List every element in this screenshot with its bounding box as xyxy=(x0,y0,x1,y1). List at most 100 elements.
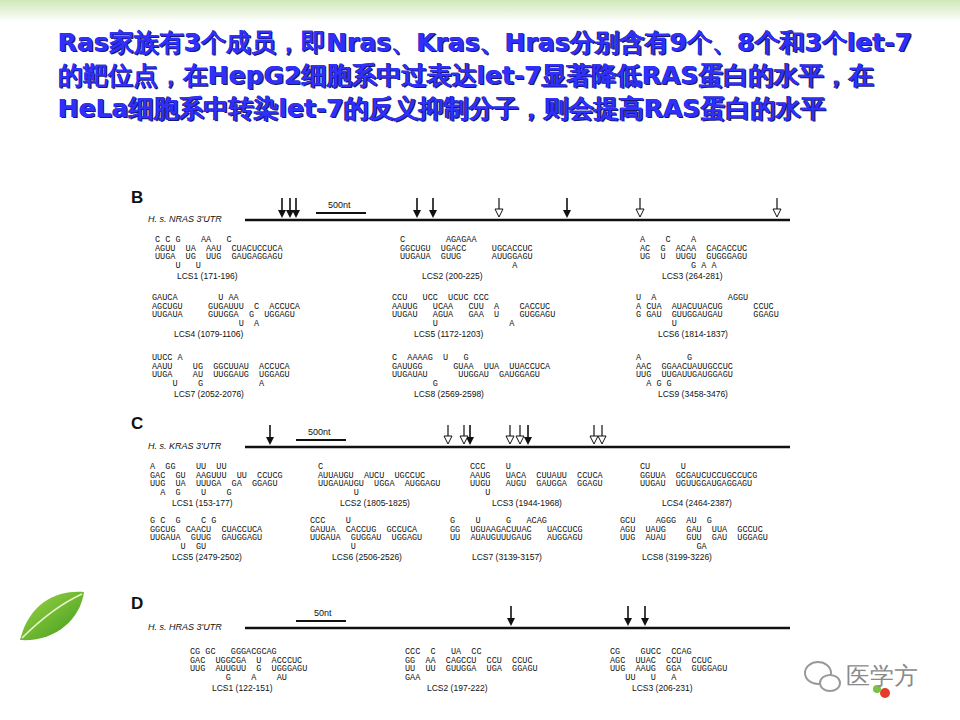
alignment-line: AGU UAUG GAU UUA GCCUC xyxy=(620,526,763,535)
alignment-line: A CUA AUACUUACUG CCUC xyxy=(636,303,774,312)
site-arrow-open xyxy=(519,425,520,436)
alignment-line: CU U xyxy=(640,463,686,472)
alignment-line: UUCC A xyxy=(152,354,183,363)
site-arrowhead-open xyxy=(773,209,781,217)
site-label: LCS7 (2052-2076) xyxy=(174,389,244,399)
alignment-line: UUGAUA GUGGAU UGGAGU xyxy=(310,534,422,543)
site-arrow-open xyxy=(447,425,448,436)
alignment-line: UUGAU UGUUGGAUGAGGAGU xyxy=(640,480,752,489)
site-arrowhead-open xyxy=(444,436,452,444)
alignment-line: U U xyxy=(155,262,201,271)
alignment-line: AGCUGU GUGAUUU C ACCUCA xyxy=(152,303,300,312)
site-label: LCS1 (171-196) xyxy=(177,271,237,281)
alignment-line: UUG UUGAUUGAUGGAGU xyxy=(636,371,733,380)
site-label: LCS8 (2569-2598) xyxy=(414,389,484,399)
alignment-line: A GG UU UU xyxy=(150,463,227,472)
alignment-line: UUGAUAUGU UGGA AUGGAGU xyxy=(318,480,440,489)
alignment-line: UUG AAUG GGA GUGGAGU xyxy=(610,665,727,674)
utr-line xyxy=(245,219,790,222)
slide-title: Ras家族有3个成员，即Nras、Kras、Hras分别含有9个、8个和3个le… xyxy=(58,26,918,125)
alignment-line: UU U A xyxy=(610,674,676,683)
gene-name: H. s. NRAS 3'UTR xyxy=(148,214,222,224)
alignment-line: UUGAUA GUUG GAUGGAGU xyxy=(150,534,262,543)
alignment-line: UUGAUA GUUG AUUGGAGU xyxy=(400,253,533,262)
panel-letter: D xyxy=(131,594,143,614)
alignment-line: G A A xyxy=(640,262,717,271)
alignment-line: GA xyxy=(620,543,707,552)
alignment-line: A G G xyxy=(636,380,672,389)
alignment-line: AAUG UACA CUUAUU CCUCA xyxy=(470,472,603,481)
alignment-line: GAA xyxy=(405,674,420,683)
site-arrow-filled xyxy=(627,606,629,620)
alignment-line: UUGA UG UUG GAUGAGGAGU xyxy=(155,253,283,262)
site-label: LCS3 (1944-1968) xyxy=(492,498,562,508)
site-arrow-open xyxy=(639,198,640,209)
alignment-line: UUG AUUGUU G UGGGAGU xyxy=(190,665,307,674)
alignment-line: UG U UUGU GUGGGAGU xyxy=(640,253,747,262)
alignment-line: AGC UUAC CCU CCUC xyxy=(610,657,712,666)
site-label: LCS2 (197-222) xyxy=(427,683,487,693)
alignment-line: GAC UGGCGA U ACCCUC xyxy=(190,657,302,666)
alignment-line: GCU AGGG AU G xyxy=(620,517,712,526)
alignment-line: U A xyxy=(392,320,514,329)
site-arrowhead-open xyxy=(506,436,514,444)
site-arrowhead-open xyxy=(495,209,503,217)
gene-name: H. s. HRAS 3'UTR xyxy=(148,622,222,632)
site-arrowhead-filled xyxy=(563,210,571,218)
alignment-line: CCC U xyxy=(310,517,351,526)
alignment-line: CCC U xyxy=(470,463,511,472)
alignment-line: UUGU AUGU GAUGGA GGAGU xyxy=(470,480,603,489)
alignment-line: GAC GU AAGUUU UU CCUCG xyxy=(150,472,283,481)
alignment-line: UUGAUAU UUGGAU GAUGGAGU xyxy=(392,371,540,380)
site-arrow-filled xyxy=(281,198,283,212)
alignment-line: U xyxy=(318,489,359,498)
alignment-line: G C G C G xyxy=(150,517,216,526)
alignment-line: C AGAGAA xyxy=(400,236,477,245)
scale-label: 50nt xyxy=(314,608,332,618)
scale-bar xyxy=(296,439,346,441)
alignment-line: G U G ACAG xyxy=(450,517,547,526)
site-label: LCS1 (122-151) xyxy=(212,683,272,693)
alignment-line: GAUUGG GUAA UUA UUACCUCA xyxy=(392,363,550,372)
site-label: LCS7 (3139-3157) xyxy=(472,552,542,562)
alignment-line: GG UGUAAGACUUAC UACCUCG xyxy=(450,526,583,535)
scale-label: 500nt xyxy=(328,200,351,210)
alignment-line: U xyxy=(470,489,490,498)
site-arrowhead-open xyxy=(598,436,606,444)
alignment-line: U xyxy=(310,543,356,552)
site-arrow-filled xyxy=(469,425,471,439)
alignment-line: U xyxy=(636,320,677,329)
site-label: LCS1 (153-177) xyxy=(172,498,232,508)
leaf-vein xyxy=(22,594,82,638)
panel-letter: C xyxy=(131,414,143,434)
site-arrow-filled xyxy=(295,198,297,212)
site-arrowhead-filled xyxy=(624,618,632,626)
alignment-line: AC G ACAA CACACCUC xyxy=(640,245,747,254)
alignment-line: GAUUA CACCUG GCCUCA xyxy=(310,526,417,535)
alignment-line: A G xyxy=(636,354,692,363)
alignment-line: GGCUGU UGACC UGCACCUC xyxy=(400,245,533,254)
site-arrowhead-filled xyxy=(413,210,421,218)
alignment-line: CCU UCC UCUC CCC xyxy=(392,294,489,303)
site-arrow-filled xyxy=(510,606,512,620)
site-arrowhead-filled xyxy=(292,210,300,218)
alignment-line: CCC C UA CC xyxy=(405,648,482,657)
site-arrow-open xyxy=(601,425,602,436)
site-label: LCS9 (3458-3476) xyxy=(658,389,728,399)
site-arrow-filled xyxy=(269,425,271,439)
alignment-line: G A AU xyxy=(190,674,287,683)
site-arrowhead-filled xyxy=(641,618,649,626)
site-arrowhead-open xyxy=(460,436,468,444)
alignment-line: U A AGGU xyxy=(636,294,748,303)
site-label: LCS4 (2464-2387) xyxy=(662,498,732,508)
site-label: LCS6 (2506-2526) xyxy=(332,552,402,562)
site-arrow-open xyxy=(593,425,594,436)
site-arrow-filled xyxy=(289,198,291,212)
site-arrowhead-open xyxy=(516,436,524,444)
site-label: LCS2 (1805-1825) xyxy=(340,498,410,508)
watermark: 医学方 xyxy=(846,660,918,692)
alignment-line: UUGAUA GUUGGA G UGGAGU xyxy=(152,311,295,320)
alignment-line: A G U G xyxy=(150,489,232,498)
site-arrowhead-open xyxy=(590,436,598,444)
alignment-line: UUG AUAU GUU GAU UGGAGU xyxy=(620,534,768,543)
